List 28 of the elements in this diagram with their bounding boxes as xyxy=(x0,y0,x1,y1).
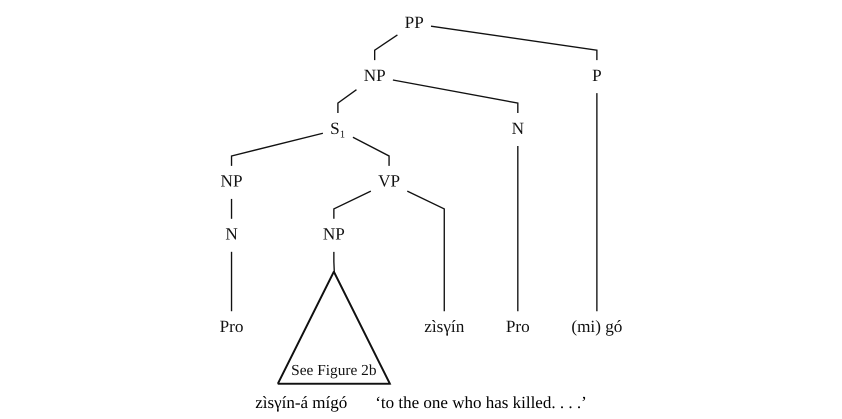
node-text: Pro xyxy=(506,318,530,337)
node-text: P xyxy=(592,66,602,86)
node-text: N xyxy=(512,119,524,138)
connector xyxy=(230,252,232,312)
connector xyxy=(333,190,372,219)
connector xyxy=(230,198,232,219)
connector xyxy=(517,146,518,312)
node-text: Pro xyxy=(220,318,244,337)
node-text: VP xyxy=(378,172,400,192)
node-text: NP xyxy=(364,66,386,86)
connector xyxy=(392,79,518,114)
connector xyxy=(230,132,324,166)
connector xyxy=(596,93,598,312)
terminal-text: zìsγín-á mígó xyxy=(255,393,348,413)
connector xyxy=(333,252,335,272)
gloss-text: ‘to the one who has killed. . . .’ xyxy=(375,393,587,413)
connector xyxy=(430,26,598,60)
node-text: PP xyxy=(404,14,424,33)
node-text: NP xyxy=(322,225,345,244)
connector xyxy=(406,190,445,312)
node-text: N xyxy=(225,225,238,244)
connector xyxy=(337,89,357,114)
connector xyxy=(374,34,398,60)
node-text: (mi) gó xyxy=(571,318,622,337)
connector xyxy=(352,136,390,166)
node-text: NP xyxy=(220,172,243,192)
node-text: S₁ xyxy=(330,119,346,138)
node-text: zìsγín xyxy=(424,318,464,337)
